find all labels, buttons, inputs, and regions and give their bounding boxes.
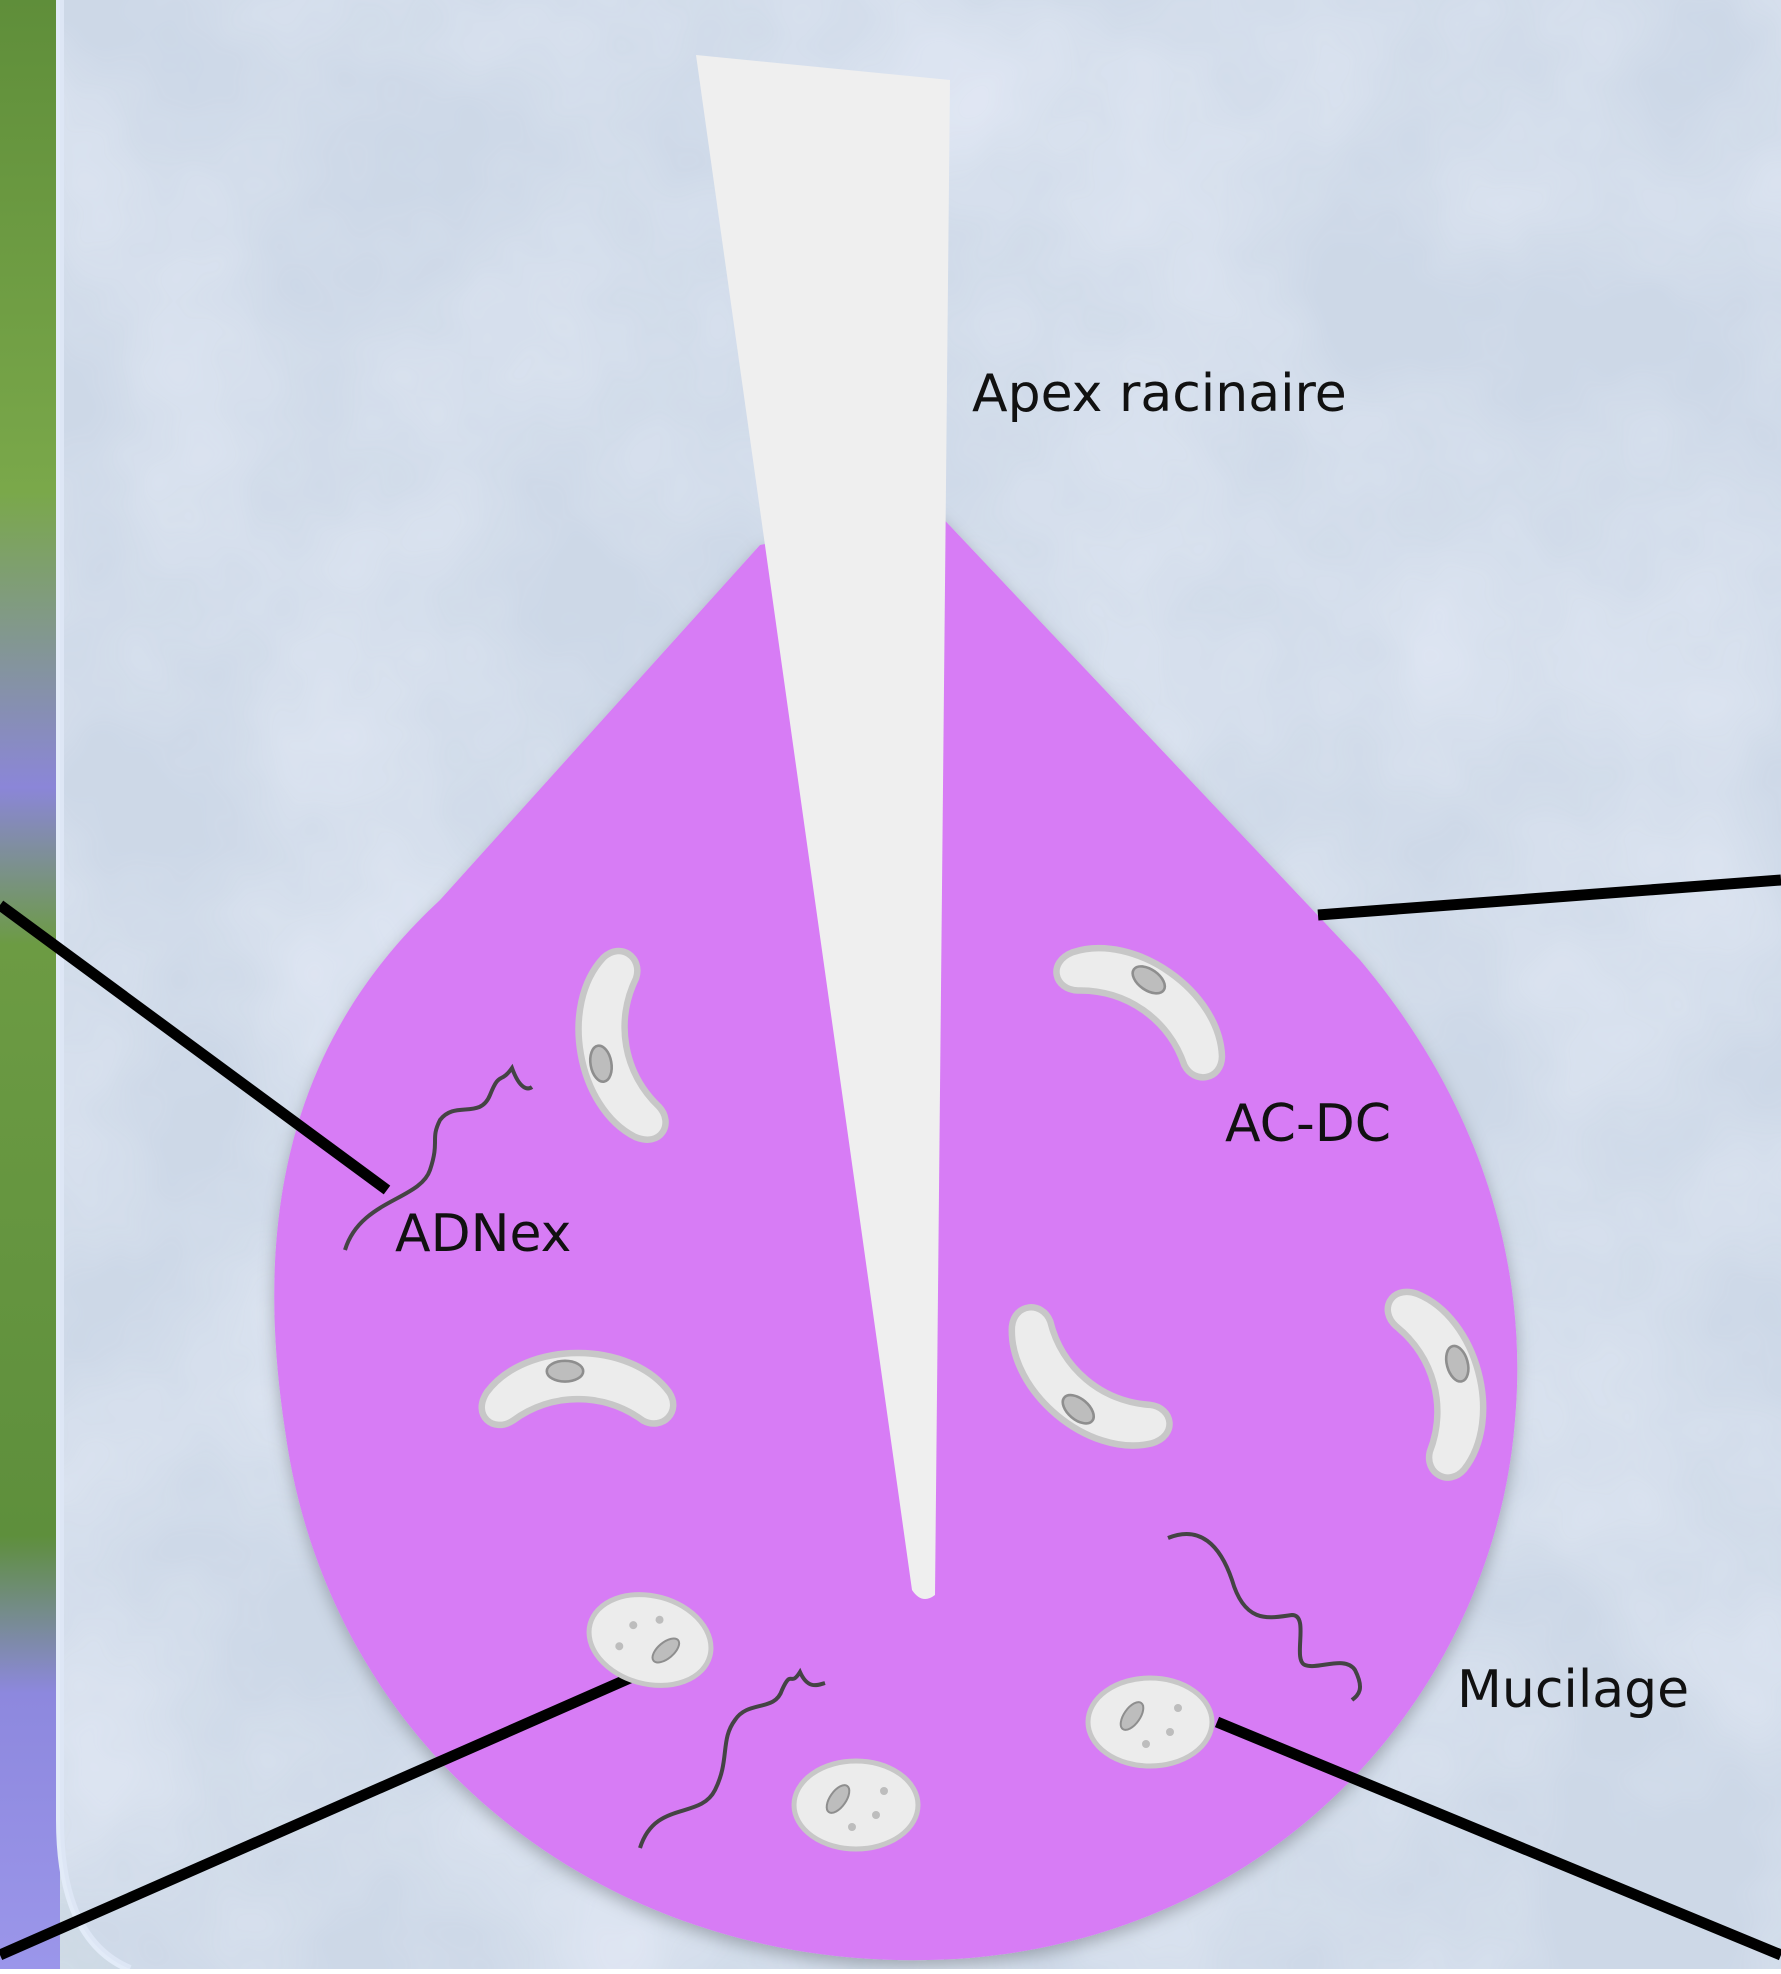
label-mucilage: Mucilage xyxy=(1457,1664,1689,1716)
bacterium-icon xyxy=(1088,1678,1212,1766)
label-adnex: ADNex xyxy=(395,1208,571,1260)
label-acdc: AC-DC xyxy=(1225,1098,1391,1150)
bacterium-icon xyxy=(794,1761,918,1849)
left-vegetation-strip xyxy=(0,0,60,1969)
label-apex-racinaire: Apex racinaire xyxy=(972,368,1347,420)
